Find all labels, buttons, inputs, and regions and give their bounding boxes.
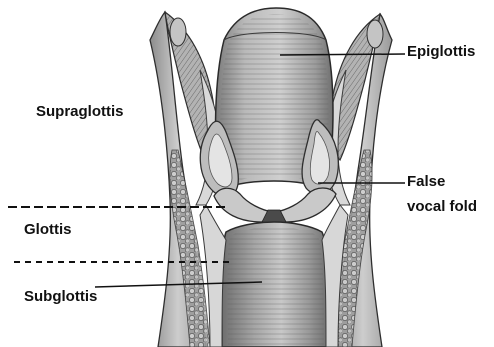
right-true-fold: [276, 188, 336, 222]
right-cuneiform: [367, 20, 383, 48]
trachea-stripes: [228, 227, 325, 347]
subglottis-label: Subglottis: [24, 287, 97, 306]
false-vocal-fold-label-line1: False: [407, 172, 445, 191]
epiglottis-leader: [280, 54, 405, 55]
glottis-label: Glottis: [24, 220, 72, 239]
left-true-fold: [214, 188, 272, 222]
left-cuneiform: [170, 18, 186, 46]
false-vocal-fold-label-line2: vocal fold: [407, 197, 477, 216]
supraglottis-label: Supraglottis: [36, 102, 124, 121]
epiglottis-label: Epiglottis: [407, 42, 475, 61]
